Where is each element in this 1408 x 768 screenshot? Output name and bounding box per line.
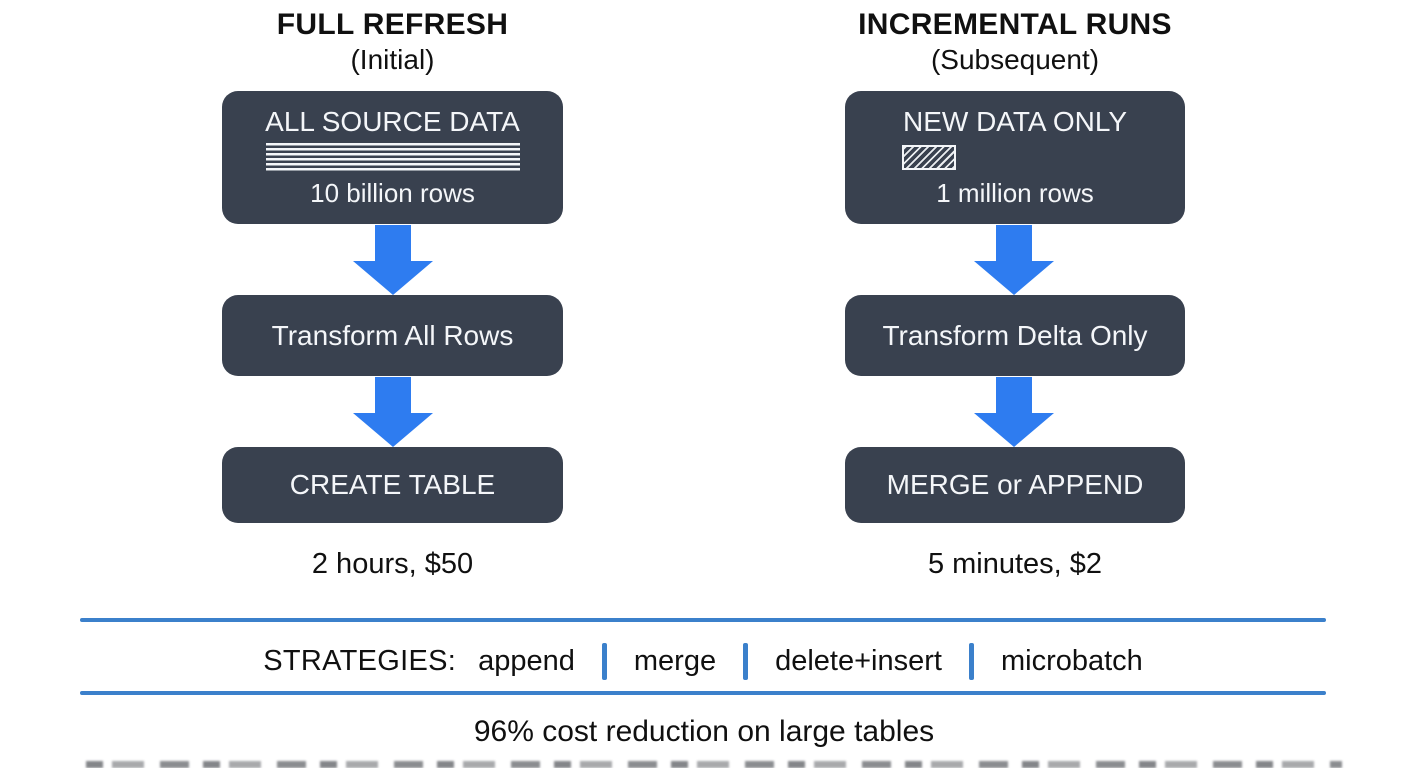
down-arrow-icon xyxy=(974,225,1054,295)
strategy-microbatch: microbatch xyxy=(1000,644,1143,677)
down-arrow-icon xyxy=(353,225,433,295)
full-refresh-cost: 2 hours, $50 xyxy=(311,548,474,580)
bottom-divider-rule xyxy=(80,691,1326,695)
strategy-merge: merge xyxy=(633,644,717,677)
strategies-band: STRATEGIES: append merge delete+insert m… xyxy=(80,641,1326,681)
full-refresh-subtitle: (Initial) xyxy=(350,44,435,75)
incremental-runs-title: INCREMENTAL RUNS xyxy=(858,8,1172,41)
incremental-transform-box: Transform Delta Only xyxy=(845,295,1185,376)
vertical-separator xyxy=(601,642,607,680)
striped-rows-icon xyxy=(266,143,520,173)
incremental-source-box: NEW DATA ONLY 1 million rows xyxy=(845,91,1185,224)
cost-reduction-note: 96% cost reduction on large tables xyxy=(473,715,935,748)
full-refresh-load-box: CREATE TABLE xyxy=(222,447,563,523)
strategy-append: append xyxy=(478,644,575,677)
source-box-row-count: 10 billion rows xyxy=(310,178,475,208)
down-arrow-icon xyxy=(974,377,1054,447)
source-box-row-count: 1 million rows xyxy=(936,178,1094,208)
top-divider-rule xyxy=(80,618,1326,622)
source-box-label: NEW DATA ONLY xyxy=(902,106,1128,137)
hatched-delta-icon xyxy=(902,145,956,170)
full-refresh-source-box: ALL SOURCE DATA 10 billion rows xyxy=(222,91,563,224)
vertical-separator xyxy=(743,642,749,680)
incremental-load-box: MERGE or APPEND xyxy=(845,447,1185,523)
down-arrow-icon xyxy=(353,377,433,447)
full-refresh-transform-box: Transform All Rows xyxy=(222,295,563,376)
strategies-label: STRATEGIES: xyxy=(263,644,457,677)
incremental-runs-subtitle: (Subsequent) xyxy=(930,44,1100,75)
strategy-delete-insert: delete+insert xyxy=(775,644,942,677)
source-box-label: ALL SOURCE DATA xyxy=(265,106,520,137)
incremental-cost: 5 minutes, $2 xyxy=(927,548,1103,580)
vertical-separator xyxy=(968,642,974,680)
cropped-bottom-text-artifact xyxy=(86,761,1342,768)
full-refresh-title: FULL REFRESH xyxy=(276,8,509,41)
